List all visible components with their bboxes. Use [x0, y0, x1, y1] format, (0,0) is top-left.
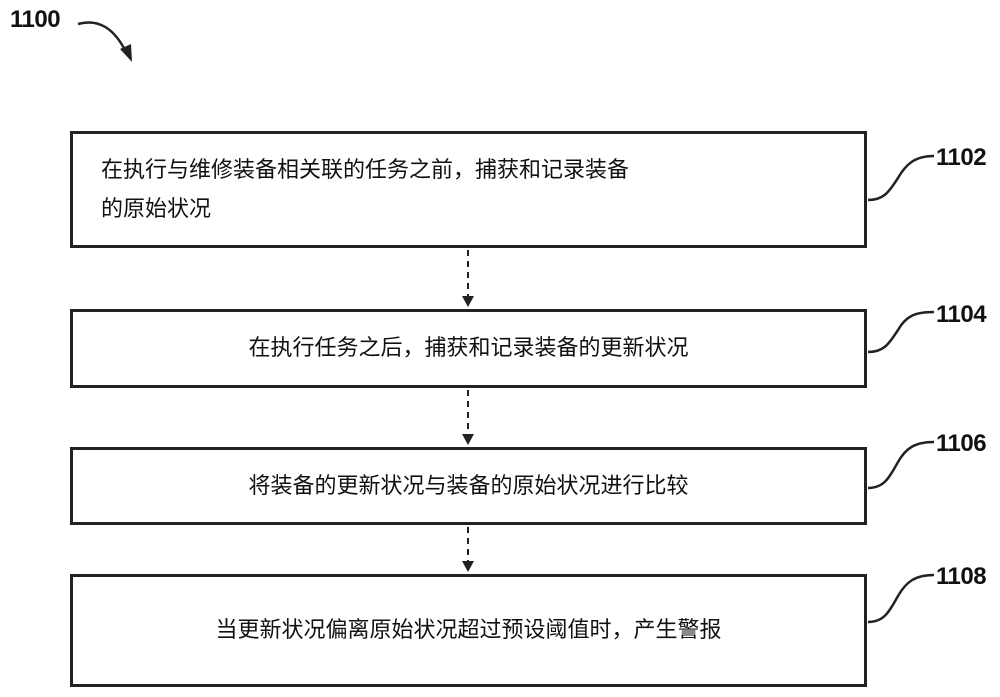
step-text-1106: 将装备的更新状况与装备的原始状况进行比较	[248, 467, 688, 506]
step-box-1102: 在执行与维修装备相关联的任务之前，捕获和记录装备 的原始状况	[70, 131, 867, 248]
step-box-1108: 当更新状况偏离原始状况超过预设阈值时，产生警报	[70, 574, 867, 687]
leader-line-1106	[868, 442, 934, 488]
step-box-1104: 在执行任务之后，捕获和记录装备的更新状况	[70, 309, 867, 388]
figure-number: 1100	[10, 6, 60, 34]
leader-line-1104	[868, 312, 934, 352]
flow-arrow-1104-1106	[462, 390, 474, 445]
step-text-1102: 在执行与维修装备相关联的任务之前，捕获和记录装备 的原始状况	[73, 151, 864, 229]
step-ref-1104: 1104	[936, 301, 986, 329]
step-text-1108: 当更新状况偏离原始状况超过预设阈值时，产生警报	[215, 611, 721, 650]
step-box-1106: 将装备的更新状况与装备的原始状况进行比较	[70, 447, 867, 525]
step-ref-1108: 1108	[936, 563, 986, 591]
figure-pointer-arrow	[78, 22, 126, 52]
flow-arrow-1106-1108	[462, 527, 474, 572]
flow-arrow-1102-1104	[462, 250, 474, 307]
step-ref-1102: 1102	[936, 144, 986, 172]
step-text-1104: 在执行任务之后，捕获和记录装备的更新状况	[248, 329, 688, 368]
leader-line-1102	[868, 156, 934, 200]
figure-pointer-arrowhead	[120, 44, 132, 62]
step-ref-1106: 1106	[936, 430, 986, 458]
leader-line-1108	[868, 575, 934, 622]
